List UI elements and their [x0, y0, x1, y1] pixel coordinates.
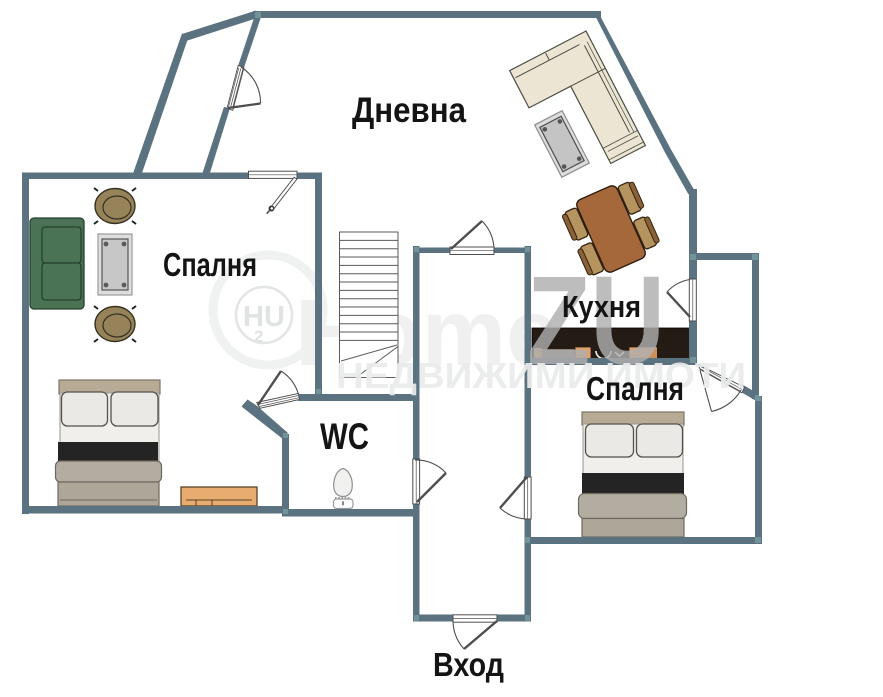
svg-text:Вход: Вход [433, 646, 504, 683]
svg-text:Спалня: Спалня [586, 370, 684, 407]
svg-text:HU: HU [243, 301, 285, 333]
svg-text:Дневна: Дневна [352, 91, 466, 130]
svg-text:2: 2 [254, 327, 263, 346]
svg-text:Спалня: Спалня [163, 246, 257, 283]
svg-text:WC: WC [320, 416, 369, 457]
svg-text:Кухня: Кухня [562, 289, 641, 324]
svg-text:ZU: ZU [527, 250, 665, 391]
svg-text:Home: Home [295, 280, 559, 386]
svg-text:НЕДВИЖИМИ ИМОТИ: НЕДВИЖИМИ ИМОТИ [336, 355, 746, 396]
